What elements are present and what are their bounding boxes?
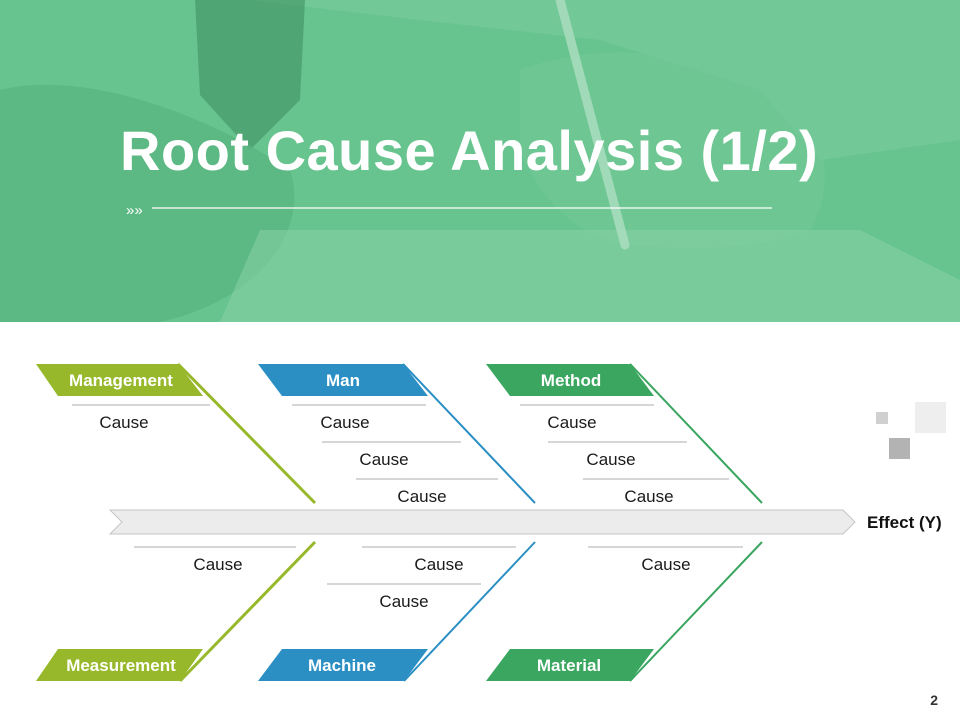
hero-shape-sleeve [0, 0, 960, 160]
category-label-box [258, 364, 428, 396]
page-number: 2 [930, 692, 938, 708]
category-bone [629, 541, 763, 682]
category-man: Man Cause Cause Cause [258, 363, 536, 506]
category-label-box [486, 649, 654, 681]
category-machine: Machine Cause Cause [258, 541, 536, 682]
cause-text: Cause [379, 592, 428, 611]
cause-text: Cause [586, 450, 635, 469]
cause-text: Cause [414, 555, 463, 574]
category-label: Management [69, 371, 173, 390]
cause-text: Cause [359, 450, 408, 469]
category-label-box [258, 649, 428, 681]
hero-shape-hand-left [0, 84, 295, 322]
category-label: Man [326, 371, 360, 390]
category-label-box [36, 364, 203, 396]
hero-shape-tie [195, 0, 305, 150]
category-label: Measurement [66, 656, 176, 675]
cause-text: Cause [547, 413, 596, 432]
cause-text: Cause [641, 555, 690, 574]
category-bone [629, 363, 763, 504]
slide-title: Root Cause Analysis (1/2) [120, 119, 819, 182]
category-bone [402, 363, 536, 504]
category-label-box [36, 649, 203, 681]
chevrons-icon: »» [126, 202, 143, 219]
hero-photo-banner: »» [0, 0, 960, 322]
category-method: Method Cause Cause Cause [486, 363, 763, 506]
cause-text: Cause [397, 487, 446, 506]
effect-label: Effect (Y) [867, 513, 942, 532]
category-bone [178, 540, 317, 683]
cause-text: Cause [624, 487, 673, 506]
hero-pen [555, 0, 630, 250]
cause-text: Cause [320, 413, 369, 432]
fishbone-diagram: Effect (Y) Management Cause Man Cause Ca… [36, 362, 946, 683]
cause-text: Cause [99, 413, 148, 432]
category-management: Management Cause [36, 362, 317, 505]
category-bone [403, 541, 536, 682]
category-label: Material [537, 656, 601, 675]
category-bone [176, 362, 317, 505]
hero-shape-hand-right [520, 52, 825, 248]
fishbone-spine [108, 509, 856, 535]
decor-square [889, 438, 910, 459]
decor-square [915, 402, 946, 433]
decorative-squares [876, 402, 946, 459]
category-material: Material Cause [486, 541, 763, 682]
cause-text: Cause [193, 555, 242, 574]
category-label: Machine [308, 656, 376, 675]
category-measurement: Measurement Cause [36, 540, 317, 683]
category-label: Method [541, 371, 601, 390]
decor-square [876, 412, 888, 424]
category-label-box [486, 364, 654, 396]
hero-shape-paper [220, 230, 960, 322]
hero-tint-overlay [0, 0, 960, 322]
